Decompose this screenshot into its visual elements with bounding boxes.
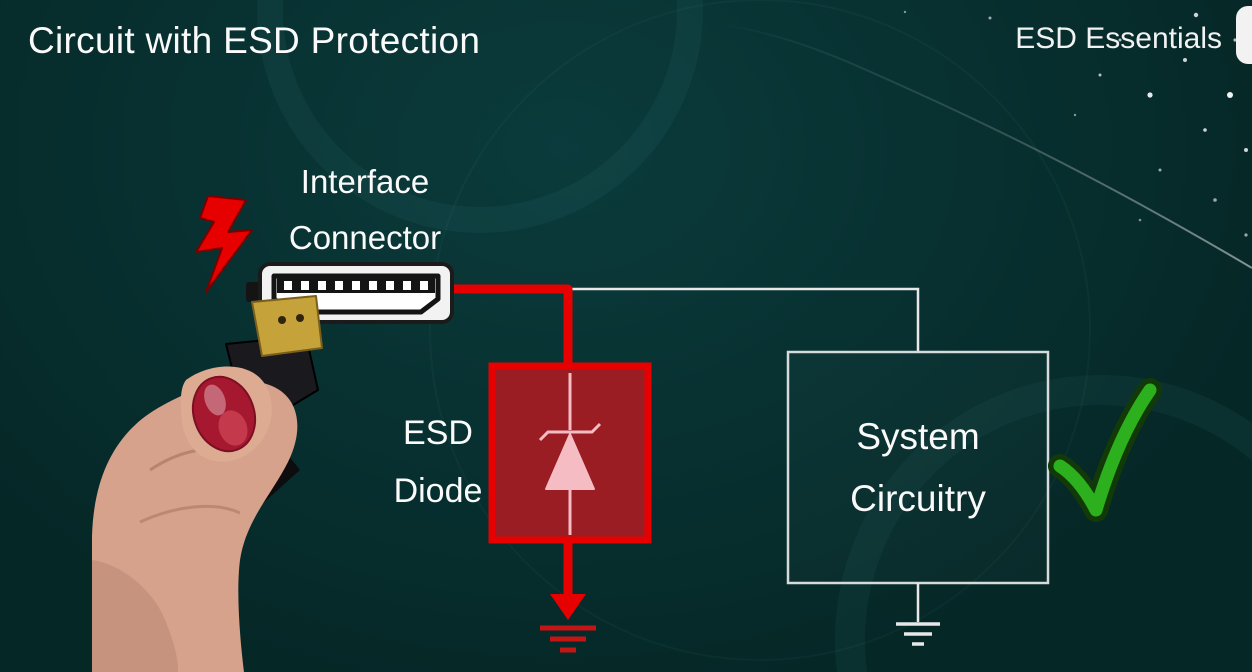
wire-to-system xyxy=(571,287,920,352)
system-circuitry-label-line1: System xyxy=(856,415,980,457)
slide-title: Circuit with ESD Protection xyxy=(28,20,481,61)
esd-diode-label-line2: Diode xyxy=(393,472,483,510)
interface-connector-label: Interface Connector xyxy=(240,154,490,266)
interface-connector-label-line1: Interface xyxy=(300,163,430,200)
ground-symbol-diode xyxy=(540,543,596,653)
zener-diode-symbol xyxy=(538,373,602,535)
system-circuitry-label-line2: Circuitry xyxy=(850,477,986,519)
light-swoosh xyxy=(717,23,1252,269)
esd-strike-lightning-icon xyxy=(195,195,253,293)
brand-text: ESD Essentials xyxy=(1015,22,1222,55)
approved-checkmark-icon xyxy=(1048,378,1162,522)
star-dots xyxy=(903,10,1248,237)
wire-esd-red xyxy=(446,284,573,366)
faint-rings xyxy=(257,0,1252,672)
esd-diode-label: ESD Diode xyxy=(360,404,516,520)
hand-holding-hdmi-cable xyxy=(92,295,323,672)
system-circuitry-label: System Circuitry xyxy=(788,352,1048,583)
interface-connector-label-line2: Connector xyxy=(288,219,442,256)
esd-diode-label-line1: ESD xyxy=(403,414,473,452)
brand-logo-partial-icon xyxy=(1236,6,1252,64)
ground-symbol-system xyxy=(896,583,940,646)
